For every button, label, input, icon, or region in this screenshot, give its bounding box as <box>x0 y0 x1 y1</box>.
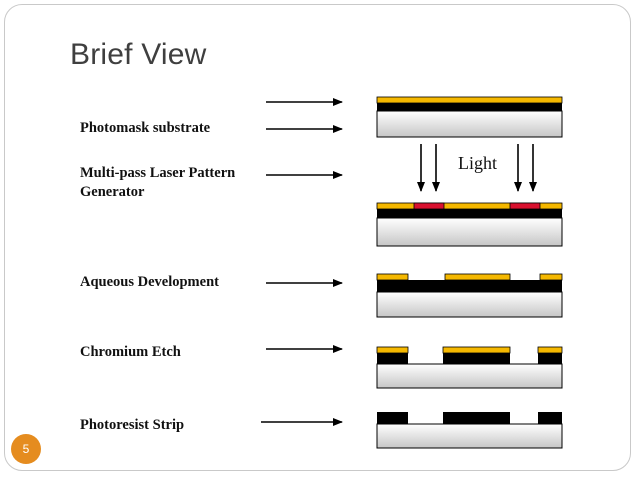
step-label-laser-pattern-generator-line2: Generator <box>80 184 145 200</box>
chromium-segment <box>538 412 562 424</box>
photoresist-segment <box>539 273 563 281</box>
substrate <box>376 423 563 449</box>
substrate <box>376 217 563 247</box>
step-label-aqueous-development: Aqueous Development <box>80 274 219 290</box>
chromium-segment <box>377 412 408 424</box>
substrate <box>376 291 563 318</box>
light-arrows <box>417 144 537 192</box>
photoresist-segment <box>537 346 563 354</box>
photoresist-layer <box>376 96 563 104</box>
step-label-chromium-etch: Chromium Etch <box>80 344 181 360</box>
exposed-resist-region <box>509 202 541 210</box>
stage-photomask-substrate <box>376 96 563 138</box>
substrate <box>376 363 563 389</box>
chromium-segment <box>538 353 562 364</box>
chromium-layer <box>377 103 562 111</box>
chromium-segment <box>377 353 408 364</box>
step-label-photoresist-strip: Photoresist Strip <box>80 417 185 433</box>
pointer-arrows <box>261 98 343 426</box>
chromium-layer <box>377 209 562 218</box>
photoresist-segment <box>376 273 409 281</box>
stage-photoresist-strip <box>376 412 563 449</box>
exposed-resist-region <box>413 202 445 210</box>
chromium-segment <box>443 412 510 424</box>
light-label: Light <box>458 153 497 173</box>
stage-aqueous-development <box>376 273 563 318</box>
stage-laser-exposure <box>376 202 563 247</box>
chromium-segment <box>443 353 510 364</box>
photoresist-segment <box>376 346 409 354</box>
stage-chromium-etch <box>376 346 563 389</box>
photoresist-segment <box>444 273 511 281</box>
chromium-layer <box>377 280 562 292</box>
step-label-laser-pattern-generator-line1: Multi-pass Laser Pattern <box>80 165 236 181</box>
slide-title: Brief View <box>70 38 207 71</box>
step-label-photomask-substrate: Photomask substrate <box>80 120 211 136</box>
photoresist-segment <box>442 346 511 354</box>
page-number-badge: 5 <box>11 434 41 464</box>
substrate <box>376 110 563 138</box>
